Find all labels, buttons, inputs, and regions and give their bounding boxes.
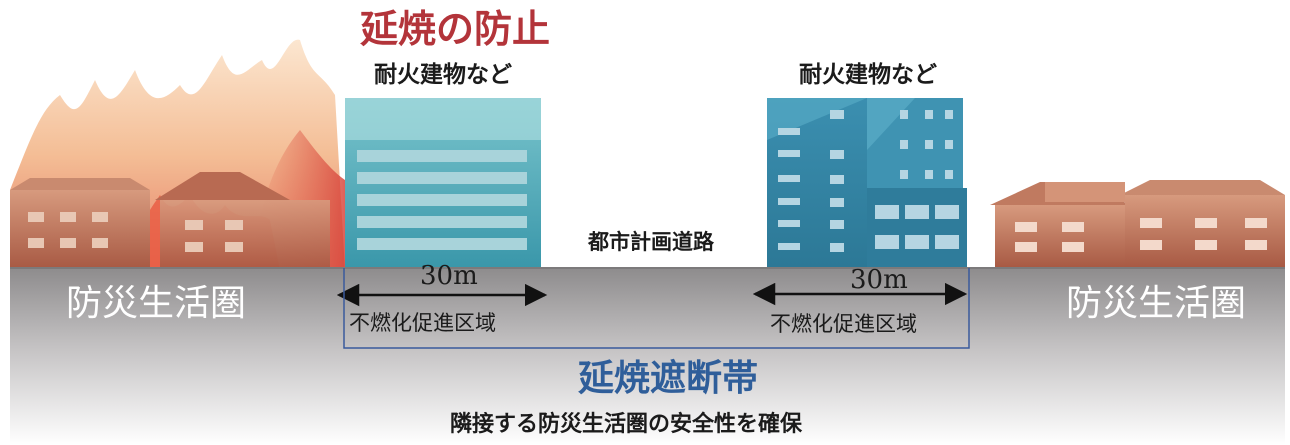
road-label: 都市計画道路	[588, 230, 714, 254]
left-life-area-label: 防災生活圏	[66, 283, 247, 324]
left-fireproof-building	[345, 98, 541, 268]
firebreak-belt-label: 延焼遮断帯	[578, 358, 759, 399]
safety-caption: 隣接する防災生活圏の安全性を確保	[450, 412, 803, 437]
right-building-label: 耐火建物など	[799, 62, 937, 88]
left-houses	[10, 172, 330, 268]
firebreak-bracket	[343, 268, 970, 349]
left-distance-label: 30m	[420, 261, 478, 291]
fire-spread-prevention-title: 延焼の防止	[360, 7, 551, 51]
right-zone-label: 不燃化促進区域	[770, 312, 917, 336]
right-distance-label: 30m	[850, 265, 908, 295]
ground	[10, 267, 1285, 445]
right-fireproof-building	[767, 98, 967, 268]
right-houses	[990, 180, 1285, 267]
left-zone-label: 不燃化促進区域	[349, 311, 496, 335]
left-building-label: 耐火建物など	[374, 62, 512, 88]
right-life-area-label: 防災生活圏	[1066, 283, 1247, 324]
